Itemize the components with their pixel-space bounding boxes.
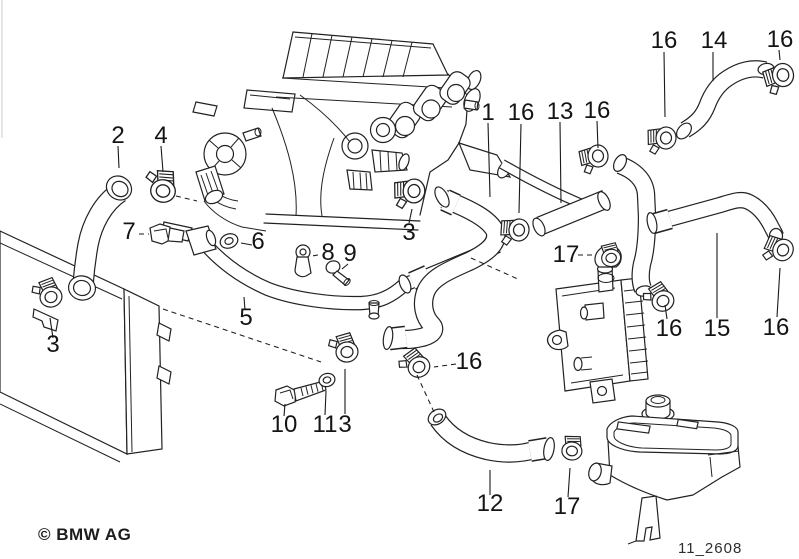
copyright-text: © BMW AG bbox=[38, 525, 131, 544]
hose-14 bbox=[676, 60, 775, 140]
hose-1 bbox=[382, 186, 506, 351]
part-label-4[interactable]: 4 bbox=[154, 122, 167, 149]
clamp-4 bbox=[141, 166, 180, 205]
elbow-clamp-17-cooler bbox=[594, 241, 623, 269]
engine-intake-ports bbox=[341, 71, 471, 160]
leader-lines bbox=[49, 49, 781, 498]
expansion-tank-illustration bbox=[588, 394, 741, 545]
engine-inlet-stub bbox=[195, 165, 225, 205]
part-label-10[interactable]: 10 bbox=[271, 411, 298, 438]
part-label-9[interactable]: 9 bbox=[343, 240, 356, 267]
water-pipe-5 bbox=[160, 221, 501, 320]
part-label-3-radiator[interactable]: 3 bbox=[46, 331, 59, 358]
bolt-9 bbox=[325, 260, 351, 286]
part-label-16-c[interactable]: 16 bbox=[651, 27, 678, 54]
bolt-7 bbox=[149, 223, 185, 245]
part-number-labels: 2 4 7 6 8 9 3 5 10 11 3 3 1 16 13 16 17 … bbox=[46, 26, 793, 520]
part-label-8[interactable]: 8 bbox=[321, 239, 334, 266]
water-pump-hub bbox=[201, 127, 262, 210]
clamp-3-center bbox=[326, 331, 361, 366]
part-label-16-g[interactable]: 16 bbox=[763, 314, 790, 341]
engine-illustration bbox=[192, 31, 512, 232]
part-label-16-e[interactable]: 16 bbox=[456, 348, 483, 375]
part-label-13[interactable]: 13 bbox=[547, 98, 574, 125]
part-label-7[interactable]: 7 bbox=[122, 218, 135, 245]
part-label-17-a[interactable]: 17 bbox=[553, 241, 580, 268]
part-label-3-engine[interactable]: 3 bbox=[402, 219, 415, 246]
clamp-17-tank bbox=[560, 434, 584, 462]
part-label-17-b[interactable]: 17 bbox=[554, 493, 581, 520]
oil-cooler-illustration bbox=[547, 264, 649, 404]
bolt-10 bbox=[274, 380, 327, 407]
clamp-16-b bbox=[578, 143, 611, 176]
hose-13 bbox=[532, 190, 611, 237]
hose-2 bbox=[67, 175, 133, 301]
part-label-16-a[interactable]: 16 bbox=[508, 99, 535, 126]
part-label-14[interactable]: 14 bbox=[701, 27, 728, 54]
radiator-mount-pin bbox=[156, 322, 172, 342]
part-label-11[interactable]: 11 bbox=[313, 411, 338, 438]
part-label-2[interactable]: 2 bbox=[111, 122, 124, 149]
part-label-15[interactable]: 15 bbox=[704, 315, 731, 342]
clip-8 bbox=[294, 244, 312, 278]
engine-rear-boss bbox=[457, 142, 512, 178]
part-label-3-center[interactable]: 3 bbox=[338, 411, 351, 438]
diagram-code: 11_2608 bbox=[678, 540, 742, 557]
hose-branch-vertical bbox=[612, 154, 657, 297]
clamp-3-engine bbox=[391, 176, 427, 211]
part-label-16-f[interactable]: 16 bbox=[656, 315, 683, 342]
part-label-1[interactable]: 1 bbox=[481, 99, 494, 126]
part-label-5[interactable]: 5 bbox=[239, 304, 252, 331]
washer-6 bbox=[219, 233, 239, 249]
hose-15 bbox=[646, 191, 784, 245]
part-label-6[interactable]: 6 bbox=[251, 228, 264, 255]
hose-12 bbox=[427, 408, 555, 463]
radiator-bracket bbox=[32, 308, 59, 332]
part-label-16-d[interactable]: 16 bbox=[767, 26, 794, 53]
washer-11 bbox=[318, 372, 336, 388]
part-label-16-b[interactable]: 16 bbox=[584, 97, 611, 124]
clamp-16-e bbox=[394, 344, 435, 385]
clamp-16-c bbox=[645, 124, 678, 157]
radiator-mount-pin bbox=[156, 365, 172, 385]
part-label-12[interactable]: 12 bbox=[477, 490, 504, 517]
engine-outlet-stub bbox=[346, 149, 410, 191]
